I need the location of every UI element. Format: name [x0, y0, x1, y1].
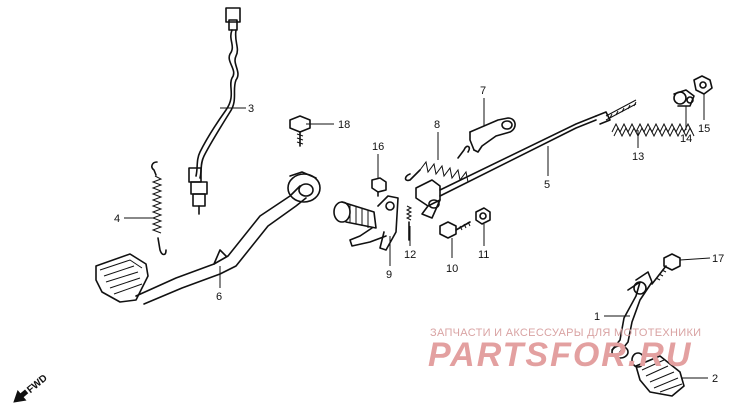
- callout-11: 11: [478, 249, 489, 261]
- callout-4: 4: [114, 213, 120, 225]
- callout-7: 7: [480, 85, 486, 97]
- part-8-spring: [404, 145, 471, 183]
- part-4-spring: [151, 161, 167, 256]
- fwd-label: FWD: [25, 373, 50, 396]
- part-11-nut: [475, 207, 491, 225]
- callout-1: 1: [594, 311, 600, 323]
- watermark-tagline: ЗАПЧАСТИ И АКСЕССУАРЫ ДЛЯ МОТОТЕХНИКИ: [430, 327, 701, 339]
- part-7-bracket: [469, 117, 516, 153]
- callout-2: 2: [712, 373, 718, 385]
- callout-17: 17: [712, 253, 724, 265]
- part-16-bolt: [371, 177, 387, 197]
- callout-16: 16: [372, 141, 384, 153]
- part-12-spring-clip: [405, 205, 413, 241]
- part-6-brake-pedal: [95, 171, 321, 305]
- callout-8: 8: [434, 119, 440, 131]
- callout-10: 10: [446, 263, 458, 275]
- callout-9: 9: [386, 269, 392, 281]
- callout-3: 3: [248, 103, 254, 115]
- part-17-bolt: [651, 253, 681, 285]
- callout-6: 6: [216, 291, 222, 303]
- fwd-arrow-icon: FWD: [13, 373, 50, 403]
- callout-14: 14: [680, 133, 692, 145]
- callout-12: 12: [404, 249, 416, 261]
- part-1-footpeg-bracket: [611, 271, 653, 359]
- callout-15: 15: [698, 123, 710, 135]
- part-10-bolt: [439, 221, 471, 239]
- callout-5: 5: [544, 179, 550, 191]
- part-18-bolt: [289, 115, 311, 147]
- part-5-brake-rod: [415, 99, 637, 219]
- watermark-logo: PARTSFOR.RU: [428, 336, 692, 374]
- leader-lines: [124, 94, 711, 379]
- part-15-nut: [693, 75, 713, 95]
- callout-18: 18: [338, 119, 350, 131]
- part-13-spring: [611, 122, 695, 138]
- part-9-brake-arm: [333, 195, 399, 251]
- part-3-stop-switch: [188, 7, 241, 215]
- part-14-joint: [673, 89, 695, 107]
- part-2-footpeg-rubber: [631, 352, 685, 397]
- callout-13: 13: [632, 151, 644, 163]
